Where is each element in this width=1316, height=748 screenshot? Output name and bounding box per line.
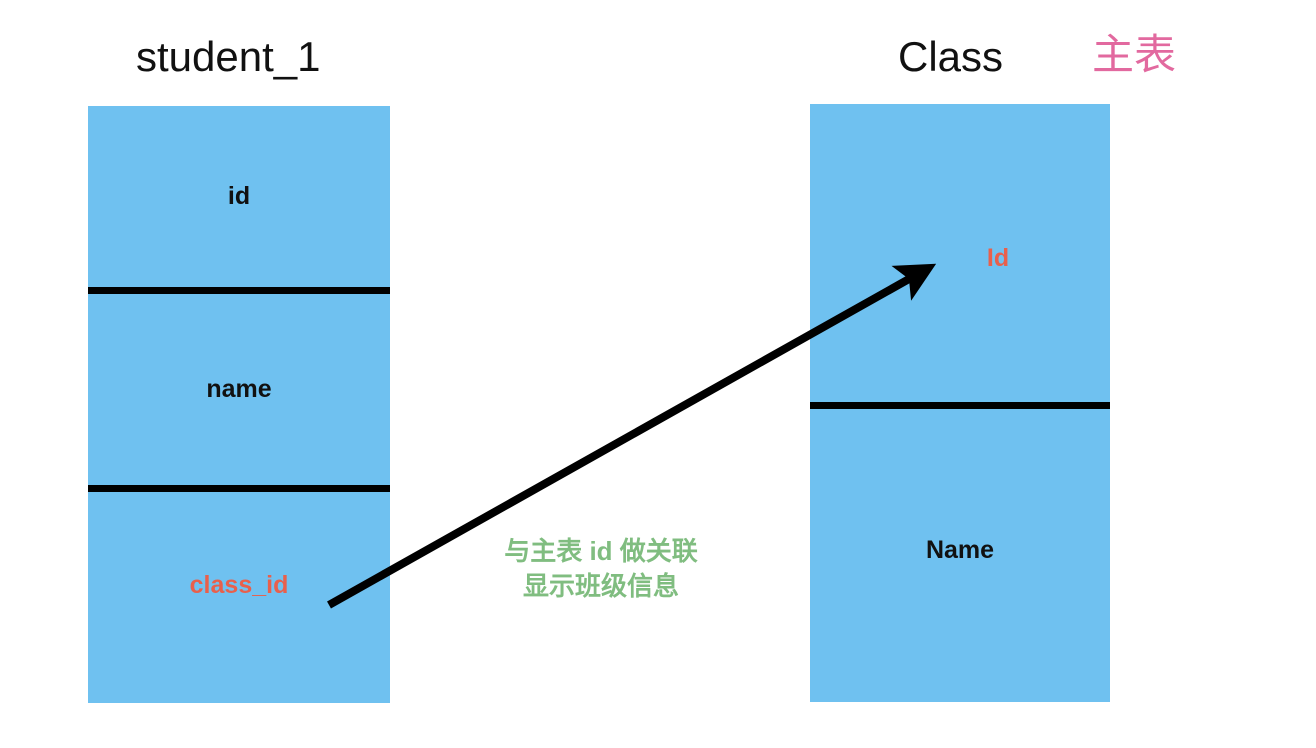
field-cell-student-class-id: class_id	[88, 492, 390, 703]
field-cell-student-name: name	[88, 294, 390, 485]
field-divider-2	[88, 485, 390, 492]
field-label-student-class-id: class_id	[189, 571, 289, 599]
field-label-class-name: Name	[925, 536, 995, 564]
field-label-class-id: Id	[986, 243, 1010, 272]
field-cell-class-id: Id	[810, 104, 1110, 402]
table-class: Id Name	[810, 104, 1110, 702]
main-table-tag: 主表	[1092, 31, 1177, 78]
field-label-student-name: name	[206, 375, 272, 403]
table-title-student: student_1	[136, 33, 321, 80]
field-cell-student-id: id	[88, 106, 390, 287]
table-title-class: Class	[898, 33, 1004, 80]
field-cell-class-name: Name	[810, 409, 1110, 702]
field-divider-3	[810, 402, 1110, 409]
field-label-student-id: id	[227, 182, 251, 210]
field-divider-1	[88, 287, 390, 294]
relation-annotation: 与主表 id 做关联 显示班级信息	[504, 536, 698, 601]
table-student: id name class_id	[88, 106, 390, 703]
